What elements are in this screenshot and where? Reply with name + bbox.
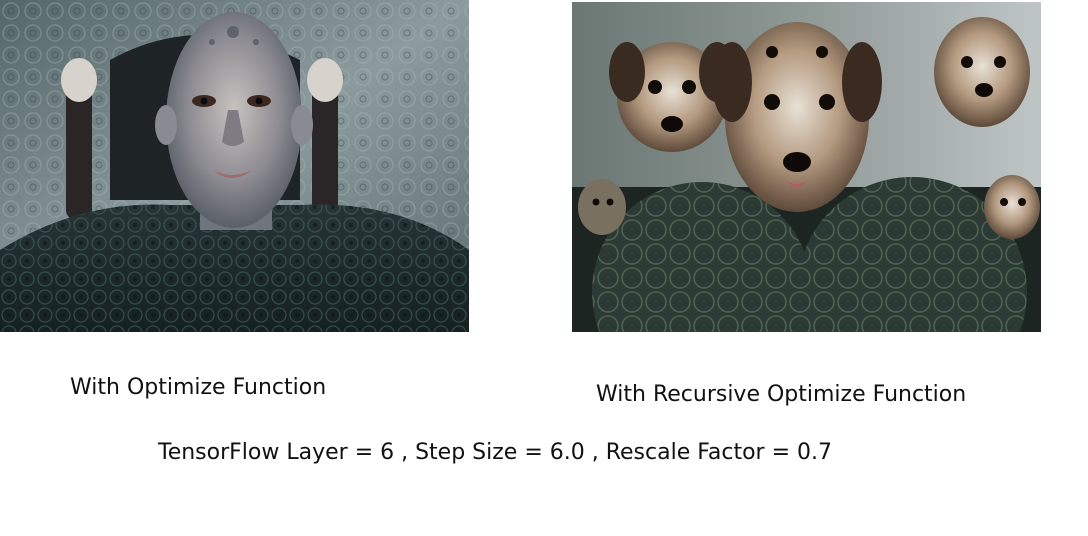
right-image-caption: With Recursive Optimize Function [596,382,967,407]
left-image-artwork [0,0,469,332]
deep-dream-image-recursive-optimize [572,2,1041,332]
left-image-caption: With Optimize Function [70,375,327,400]
parameters-caption: TensorFlow Layer = 6 , Step Size = 6.0 ,… [158,440,832,465]
deep-dream-image-optimize [0,0,469,332]
right-image-artwork [572,2,1041,332]
